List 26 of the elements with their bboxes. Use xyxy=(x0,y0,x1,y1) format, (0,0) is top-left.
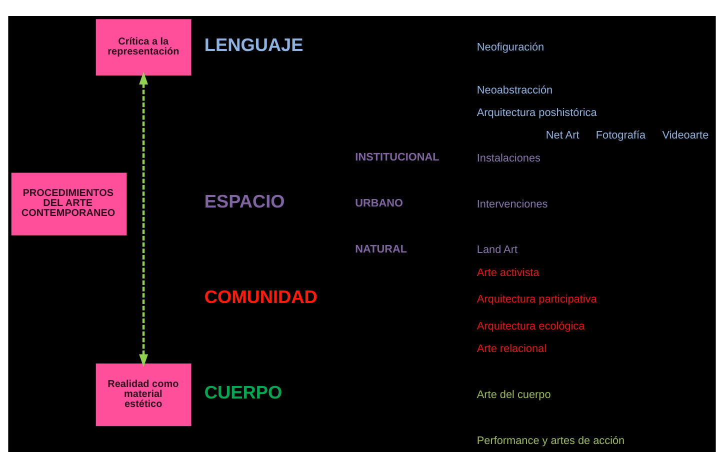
label: Arquitectura poshistórica xyxy=(476,106,597,119)
label: URBANO xyxy=(355,196,403,209)
node-box: Realidad como material estético xyxy=(96,362,192,426)
label: Arte relacional xyxy=(476,342,547,355)
label: Arte activista xyxy=(476,266,540,278)
label: COMUNIDAD xyxy=(204,286,318,307)
label: Instalaciones xyxy=(476,152,540,164)
label: LENGUAJE xyxy=(204,34,304,54)
label: Fotografía xyxy=(596,129,646,142)
label: Performance y artes de acción xyxy=(476,434,625,446)
label: Intervenciones xyxy=(476,198,548,210)
node-box: PROCEDIMIENTOS DEL ARTE CONTEMPORANEO xyxy=(11,172,127,235)
node-box: Crítica a la representación xyxy=(96,18,192,75)
label: Land Art xyxy=(476,244,518,256)
label: Arquitectura ecológica xyxy=(476,320,585,332)
label: INSTITUCIONAL xyxy=(355,151,440,164)
label: Videoarte xyxy=(662,129,709,142)
label: Neofiguración xyxy=(476,41,544,54)
label: CUERPO xyxy=(204,382,282,402)
label: Arte del cuerpo xyxy=(476,388,551,401)
arrow xyxy=(139,71,148,367)
label: Arquitectura participativa xyxy=(476,293,597,306)
label: Net Art xyxy=(546,129,580,142)
label: NATURAL xyxy=(355,242,408,255)
label: Neoabstracción xyxy=(476,84,553,96)
label: ESPACIO xyxy=(204,191,285,212)
